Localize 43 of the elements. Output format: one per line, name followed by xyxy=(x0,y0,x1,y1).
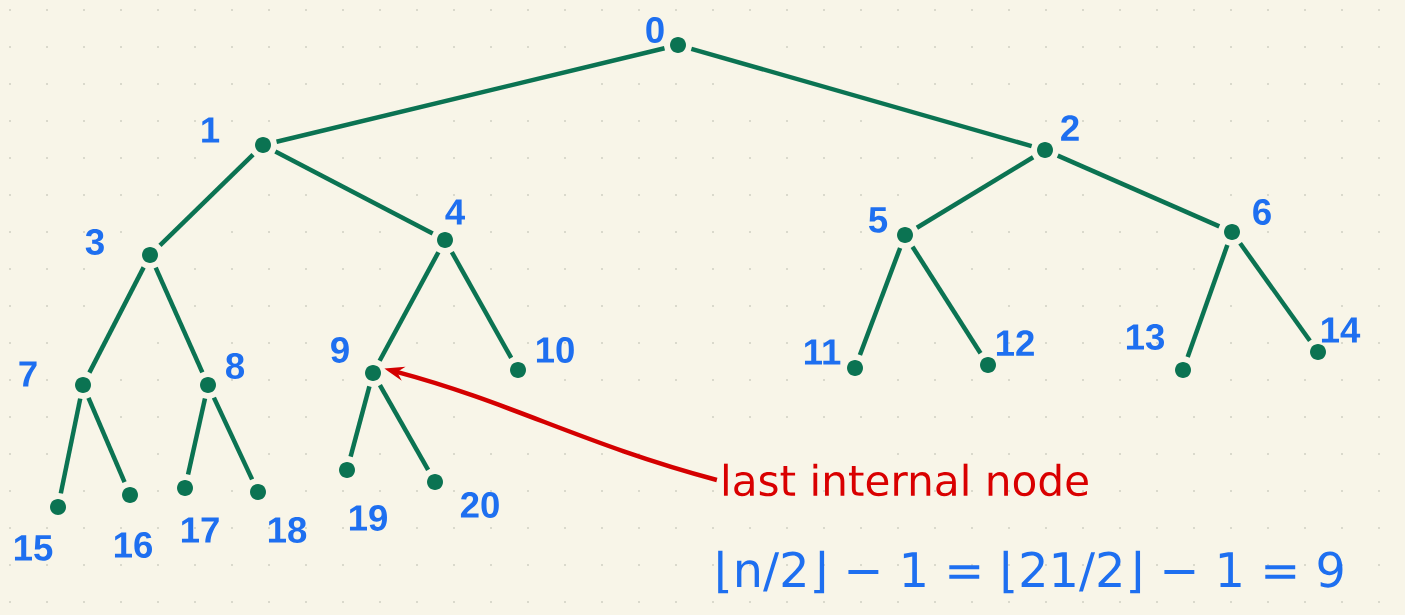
tree-branch xyxy=(153,266,205,374)
node-number: 10 xyxy=(536,337,574,363)
node-number: 7 xyxy=(19,361,37,387)
tree-branch xyxy=(185,398,208,475)
formula-text: ⌊n/2⌋ − 1 = ⌊21/2⌋ − 1 = 9 xyxy=(718,550,1343,594)
tree-branch xyxy=(857,247,903,356)
tree-branch xyxy=(690,46,1033,149)
node-number: 2 xyxy=(1061,115,1079,141)
node-number: 20 xyxy=(460,492,499,518)
node-number: 4 xyxy=(445,199,465,225)
annotation-text: last internal node xyxy=(723,463,1088,497)
node-number: 11 xyxy=(805,339,841,365)
node-number: 9 xyxy=(331,337,349,363)
node-number: 16 xyxy=(114,532,152,558)
node-number: 13 xyxy=(1126,324,1164,350)
node-number: 8 xyxy=(226,353,245,379)
node-number: 14 xyxy=(1321,317,1361,343)
tree-branch xyxy=(915,155,1035,230)
tree-branch xyxy=(449,251,514,359)
node-number: 1 xyxy=(202,117,220,143)
node-number: 12 xyxy=(996,330,1034,356)
node-number: 19 xyxy=(349,505,387,531)
node-number: 17 xyxy=(181,517,219,543)
node-number: 0 xyxy=(646,17,664,43)
tree-branch xyxy=(1185,244,1230,358)
tree-branch xyxy=(1238,241,1312,342)
node-number: 15 xyxy=(14,535,53,561)
tree-branch xyxy=(377,251,441,362)
tree-branch xyxy=(58,398,83,494)
tree-branch xyxy=(211,396,255,481)
tree-branch xyxy=(158,153,255,247)
tree-branch xyxy=(348,385,372,458)
tree-branch xyxy=(86,396,127,484)
node-number: 3 xyxy=(85,229,104,255)
tree-branch xyxy=(276,46,665,144)
node-number: 6 xyxy=(1253,199,1271,225)
tree-branch xyxy=(274,149,434,236)
tree-branch xyxy=(377,383,431,471)
node-number: 5 xyxy=(868,207,888,233)
tree-branch xyxy=(87,266,146,374)
tree-branch xyxy=(1056,153,1221,229)
tree-branch xyxy=(910,245,983,355)
node-number: 18 xyxy=(268,517,307,543)
